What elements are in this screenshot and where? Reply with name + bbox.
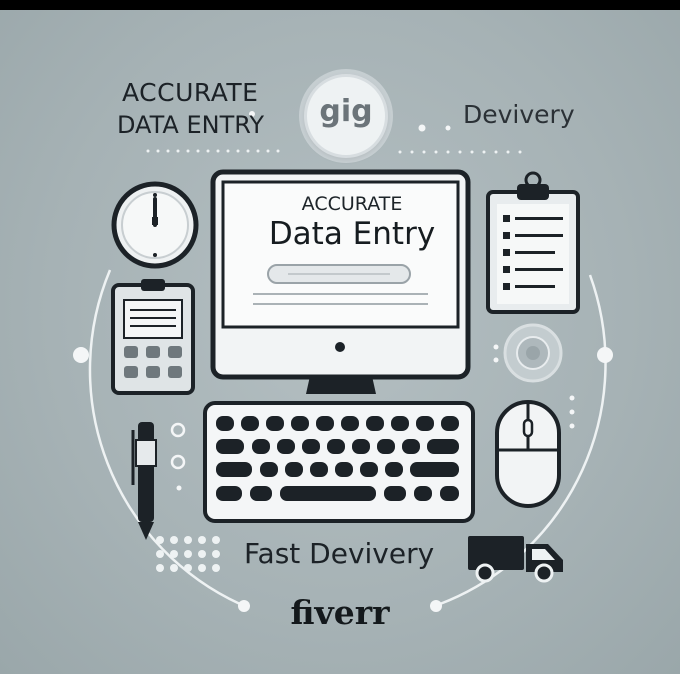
calculator-icon — [111, 279, 195, 395]
gig-badge-label: gig — [319, 94, 373, 129]
header-delivery-label: Devivery — [463, 100, 575, 129]
clipboard-icon — [486, 171, 580, 314]
monitor-icon — [210, 169, 471, 394]
webcam-icon — [503, 323, 563, 383]
pen-icon — [131, 422, 157, 540]
illustration-art — [73, 111, 613, 612]
dot-grid — [156, 536, 220, 572]
gig-badge-icon: gig — [304, 74, 388, 158]
clock-icon — [111, 181, 199, 269]
monitor-text-line2: Data Entry — [268, 216, 436, 252]
dotted-divider — [146, 149, 522, 154]
header-title-line2: DATA ENTRY — [117, 111, 265, 139]
bullet-dots-left — [170, 422, 186, 491]
brand-logo-text: fiverr — [290, 593, 390, 632]
bullet-dots-right — [493, 344, 575, 429]
monitor-text-line1: ACCURATE — [301, 193, 403, 215]
header-title-line1: ACCURATE — [122, 78, 259, 107]
truck-icon — [468, 536, 563, 583]
mouse-icon — [495, 400, 561, 508]
fast-delivery-label: Fast Devivery — [244, 537, 435, 570]
keyboard-icon — [203, 401, 475, 523]
illustration-canvas: ACCURATE DATA ENTRY gig Devivery ACCURAT… — [0, 10, 680, 674]
